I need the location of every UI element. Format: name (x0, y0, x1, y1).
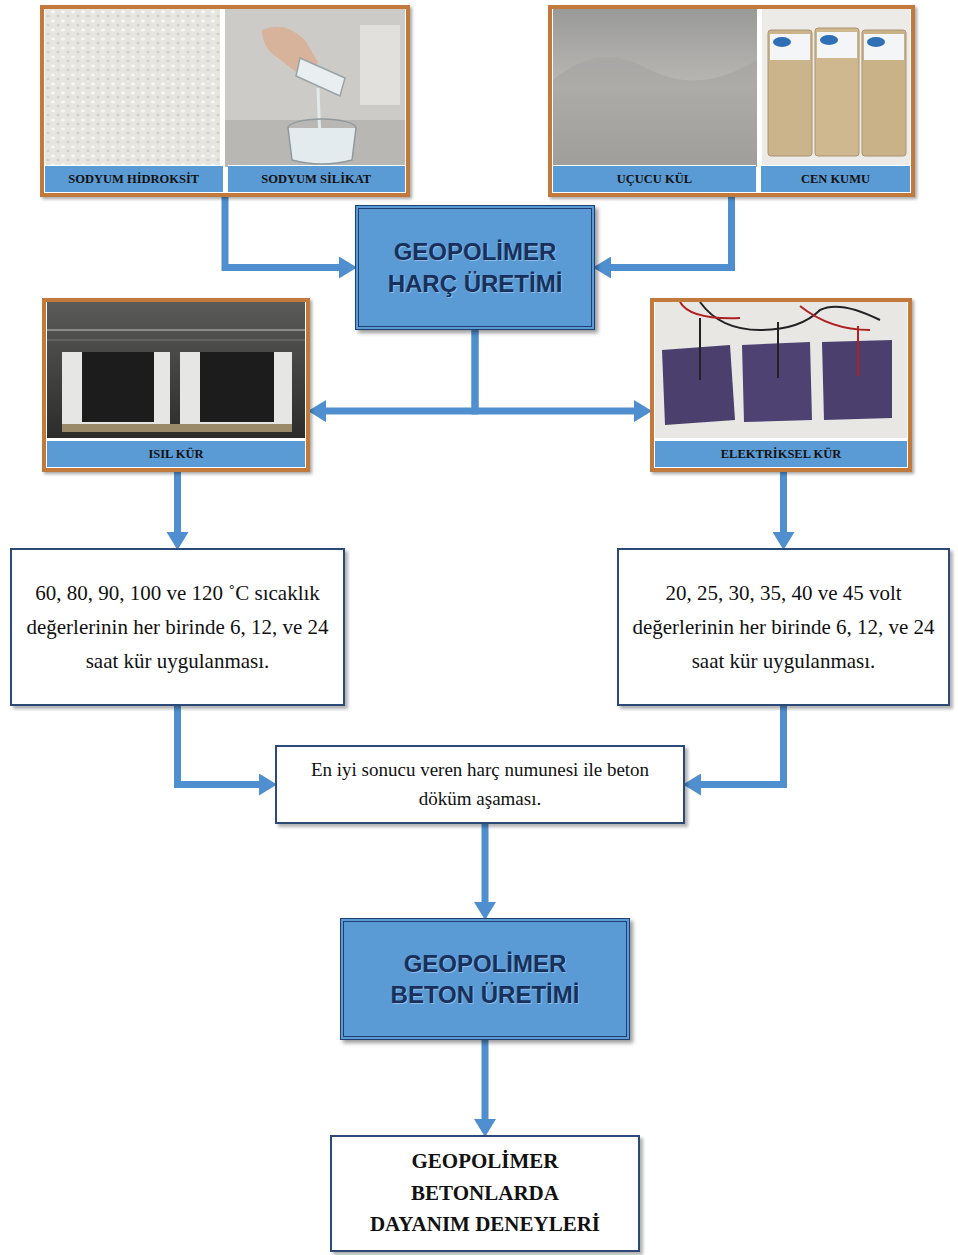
cure-photo-frame: ISIL KÜR (42, 298, 310, 472)
label-bar-row: ISIL KÜR (47, 440, 305, 467)
material-photo-frame: UÇUCU KÜLCEN KUMU (548, 5, 915, 197)
condition-box: 60, 80, 90, 100 ve 120 ˚C sıcaklık değer… (10, 548, 345, 706)
material-photo-frame: SODYUM HİDROKSİTSODYUM SİLİKAT (40, 5, 410, 197)
flow-arrow (174, 472, 181, 534)
label-bar: CEN KUMU (761, 165, 910, 192)
flow-arrow (482, 1040, 489, 1121)
flow-arrow (324, 330, 475, 411)
cure-photo-frame: ELEKTRİKSEL KÜR (650, 298, 912, 472)
label-bar-row: SODYUM HİDROKSİTSODYUM SİLİKAT (45, 165, 405, 192)
flow-arrow (178, 706, 262, 785)
flow-arrow (482, 824, 489, 904)
flow-arrow (780, 472, 787, 534)
label-bar-row: ELEKTRİKSEL KÜR (655, 440, 907, 467)
condition-box: 20, 25, 30, 35, 40 ve 45 volt değerlerin… (617, 548, 950, 706)
label-bar: SODYUM HİDROKSİT (45, 165, 223, 192)
step-box: En iyi sonucu veren harç numunesi ile be… (275, 745, 685, 824)
process-box: GEOPOLİMER HARÇ ÜRETİMİ (355, 205, 595, 330)
label-bar: SODYUM SİLİKAT (228, 165, 406, 192)
box-text: En iyi sonucu veren harç numunesi ile be… (287, 756, 673, 813)
box-text: GEOPOLİMER HARÇ ÜRETİMİ (381, 236, 569, 298)
box-text: GEOPOLİMER BETON ÜRETİMİ (366, 948, 604, 1010)
flow-arrow (609, 197, 732, 268)
process-box: GEOPOLİMER BETON ÜRETİMİ (340, 918, 630, 1040)
label-bar-row: UÇUCU KÜLCEN KUMU (553, 165, 910, 192)
flow-arrow (225, 197, 341, 268)
label-bar: ELEKTRİKSEL KÜR (655, 440, 907, 467)
box-text: GEOPOLİMER BETONLARDA DAYANIM DENEYLERİ (362, 1146, 608, 1241)
box-text: 60, 80, 90, 100 ve 120 ˚C sıcaklık değer… (22, 576, 333, 678)
flow-arrow (475, 330, 636, 411)
result-box: GEOPOLİMER BETONLARDA DAYANIM DENEYLERİ (330, 1135, 640, 1252)
label-bar: UÇUCU KÜL (553, 165, 756, 192)
flow-arrow (699, 706, 784, 785)
box-text: 20, 25, 30, 35, 40 ve 45 volt değerlerin… (629, 576, 938, 678)
label-bar: ISIL KÜR (47, 440, 305, 467)
